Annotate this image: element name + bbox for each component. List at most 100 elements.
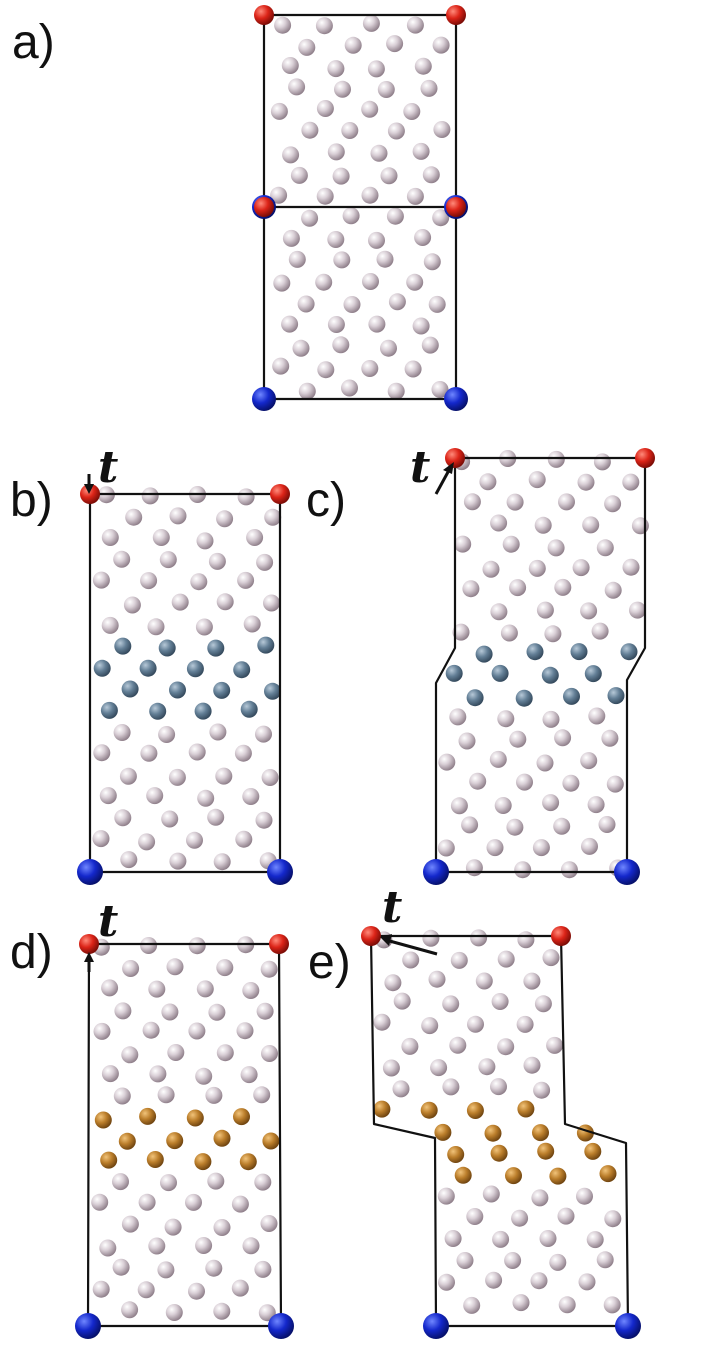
atom — [604, 1210, 622, 1228]
atom — [475, 972, 493, 990]
atom — [167, 1044, 185, 1061]
atom — [387, 382, 405, 400]
atom — [421, 336, 439, 354]
atom — [121, 1046, 139, 1064]
interface-atom — [186, 1109, 204, 1127]
atom — [582, 516, 600, 534]
corner-atom-blue — [444, 387, 468, 411]
atom — [489, 750, 507, 768]
atom — [598, 816, 616, 833]
atom — [593, 453, 611, 471]
atom — [207, 1172, 225, 1190]
atom — [274, 16, 292, 34]
atom — [387, 122, 405, 140]
interface-atom — [549, 1167, 567, 1185]
atom — [509, 730, 527, 748]
atom — [343, 296, 361, 313]
panel-a-corner-atoms — [252, 5, 468, 411]
atom — [376, 250, 394, 268]
panel-e-t-arrow — [380, 934, 438, 956]
atom — [490, 1078, 507, 1096]
atom — [188, 937, 206, 955]
interface-atom — [207, 639, 225, 657]
atom — [404, 360, 422, 378]
atom — [386, 207, 404, 225]
atom — [422, 929, 440, 947]
interface-atom — [491, 664, 509, 682]
interface-atom — [239, 1153, 257, 1171]
interface-atom — [262, 1132, 280, 1150]
atom — [207, 808, 225, 826]
atom — [362, 273, 379, 290]
atom — [165, 1304, 183, 1321]
atom — [213, 1302, 231, 1320]
atom — [113, 550, 131, 568]
atom — [327, 143, 345, 161]
atom — [572, 559, 590, 577]
panel-a-atoms — [270, 14, 451, 400]
atom — [373, 1013, 391, 1031]
panel-a: a) — [12, 5, 468, 411]
atom — [536, 601, 554, 619]
atom — [542, 949, 560, 967]
atom — [549, 1253, 567, 1271]
atom — [546, 1036, 564, 1054]
corner-atom-blue — [77, 859, 103, 885]
atom — [147, 618, 165, 636]
atom — [101, 979, 119, 997]
atom — [514, 861, 532, 879]
panel-c-t-arrow — [434, 462, 454, 495]
atom — [504, 1252, 522, 1269]
atom — [463, 493, 481, 511]
interface-atom — [169, 681, 186, 699]
interface-atom — [93, 659, 111, 677]
corner-atom-blue — [423, 1313, 449, 1339]
interface-atom — [490, 1144, 508, 1162]
atom — [315, 273, 333, 291]
atom — [444, 1230, 462, 1247]
atom — [334, 80, 351, 98]
atom — [341, 379, 358, 397]
panel-e-atoms — [373, 929, 622, 1314]
atom — [216, 959, 234, 977]
atom — [450, 797, 468, 815]
interface-atom — [526, 643, 544, 661]
atom — [437, 839, 455, 857]
interface-atom — [233, 1108, 250, 1126]
interface-atom — [139, 659, 157, 677]
atom — [596, 539, 614, 557]
atom — [530, 1272, 548, 1290]
atom — [380, 167, 398, 185]
atom — [270, 102, 288, 120]
corner-atom-blue — [614, 859, 640, 885]
panel-e-label: e) — [308, 936, 351, 989]
atom — [438, 1273, 455, 1291]
atom — [536, 754, 554, 772]
atom — [93, 1022, 111, 1040]
interface-atom — [563, 687, 580, 705]
atom — [462, 580, 480, 598]
atom — [622, 473, 640, 491]
atom — [606, 775, 624, 793]
atom — [469, 772, 487, 790]
atom — [463, 1296, 481, 1314]
panel-b-t-label: t — [98, 442, 118, 493]
interface-atom — [158, 639, 176, 657]
interface-atom — [466, 689, 484, 707]
atom — [344, 36, 362, 54]
atom — [553, 817, 571, 835]
interface-atom — [541, 666, 559, 684]
atom — [240, 1066, 258, 1084]
atom — [282, 229, 300, 247]
atom — [604, 581, 622, 599]
atom — [166, 958, 184, 976]
atom — [315, 17, 333, 35]
atom — [581, 837, 598, 855]
atom — [231, 1279, 249, 1297]
atom — [159, 551, 177, 569]
atom — [121, 1215, 139, 1233]
interface-atom — [466, 1102, 484, 1119]
atom — [101, 529, 119, 546]
atom — [112, 1173, 129, 1191]
atom — [542, 710, 560, 728]
